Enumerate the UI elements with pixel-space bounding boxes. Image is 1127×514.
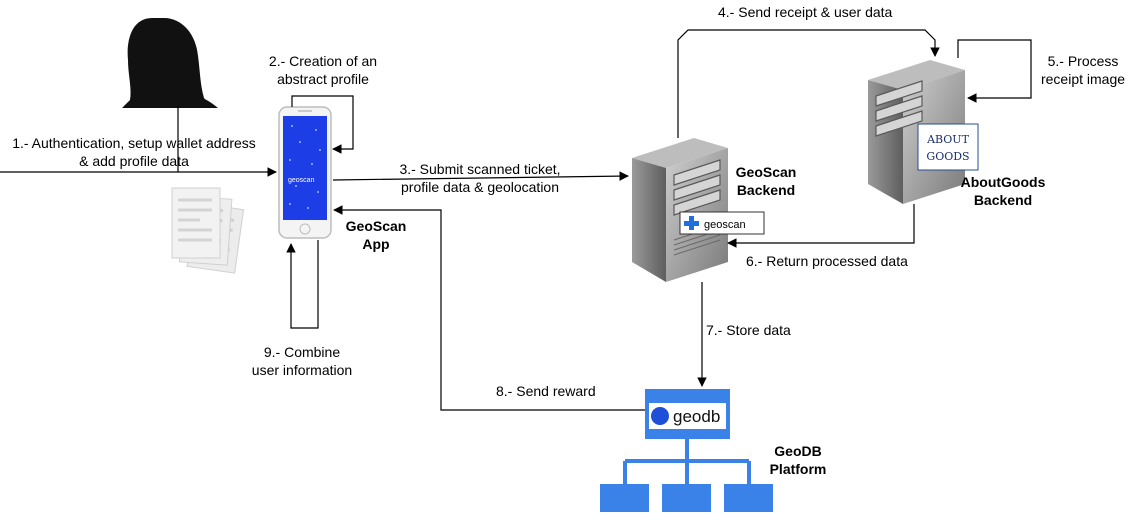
arrow-step3: [332, 171, 629, 181]
geoscan-backend-label: GeoScan Backend: [726, 163, 806, 199]
step1-line1: 1.- Authentication, setup wallet address: [12, 135, 256, 151]
app-name-line1: GeoScan: [345, 218, 407, 234]
step5-line1: 5.- Process: [1047, 53, 1119, 69]
step1-line2: & add profile data: [79, 153, 189, 169]
aboutgoods-logo-line2: GOODS: [926, 150, 969, 163]
step4-label: 4.- Send receipt & user data: [718, 4, 893, 20]
app-name-line2: App: [362, 236, 390, 252]
arrow-step4: [677, 29, 940, 138]
aboutgoods-backend-label: AboutGoods Backend: [948, 173, 1058, 209]
step2-line1: 2.- Creation of an: [268, 53, 378, 69]
documents-icon: [171, 187, 245, 274]
arrow-step5: [957, 39, 1032, 103]
geodb-logo-label: geodb: [673, 407, 720, 426]
step2-line2: abstract profile: [277, 71, 369, 87]
step8-label: 8.- Send reward: [496, 383, 596, 399]
geoscan-server-icon: geoscan: [632, 138, 765, 282]
step5-label: 5.- Process receipt image: [1030, 52, 1127, 88]
geoscan-cross-icon: [684, 216, 699, 230]
step2-label: 2.- Creation of an abstract profile: [254, 52, 392, 88]
arrow-step9: [286, 240, 319, 329]
aboutgoods-server-icon: ABOUT GOODS: [868, 60, 979, 204]
step9-line2: user information: [251, 362, 353, 378]
geodb-platform-line2: Platform: [769, 461, 827, 477]
server-brand-label: geoscan: [704, 219, 746, 231]
geodb-platform-line1: GeoDB: [774, 443, 822, 459]
geoscan-app-label: GeoScan App: [336, 217, 416, 253]
step9-line1: 9.- Combine: [263, 344, 341, 360]
geoscan-backend-line2: Backend: [736, 182, 796, 198]
step6-label: 6.- Return processed data: [746, 253, 908, 269]
phone-icon: geoscan: [278, 106, 332, 239]
geodb-platform-label: GeoDB Platform: [758, 442, 838, 478]
geoscan-backend-line1: GeoScan: [735, 164, 797, 180]
phone-brand-label: geoscan: [288, 177, 315, 184]
aboutgoods-logo-line1: ABOUT: [926, 133, 970, 146]
arrow-step6: [727, 204, 915, 248]
step9-label: 9.- Combine user information: [234, 343, 370, 379]
step3-label: 3.- Submit scanned ticket, profile data …: [382, 160, 578, 196]
user-silhouette-icon: [122, 18, 218, 108]
step7-label: 7.- Store data: [706, 322, 791, 338]
connectors: [0, 29, 1032, 411]
aboutgoods-backend-line2: Backend: [973, 192, 1033, 208]
step1-label: 1.- Authentication, setup wallet address…: [0, 134, 268, 170]
arrow-step2: [291, 95, 354, 154]
step3-line2: profile data & geolocation: [401, 179, 559, 195]
step3-line1: 3.- Submit scanned ticket,: [399, 161, 561, 177]
arrow-step8: [333, 205, 645, 411]
geodb-platform-icon: geodb: [600, 389, 773, 512]
step5-line2: receipt image: [1040, 71, 1126, 87]
aboutgoods-backend-line1: AboutGoods: [960, 174, 1046, 190]
